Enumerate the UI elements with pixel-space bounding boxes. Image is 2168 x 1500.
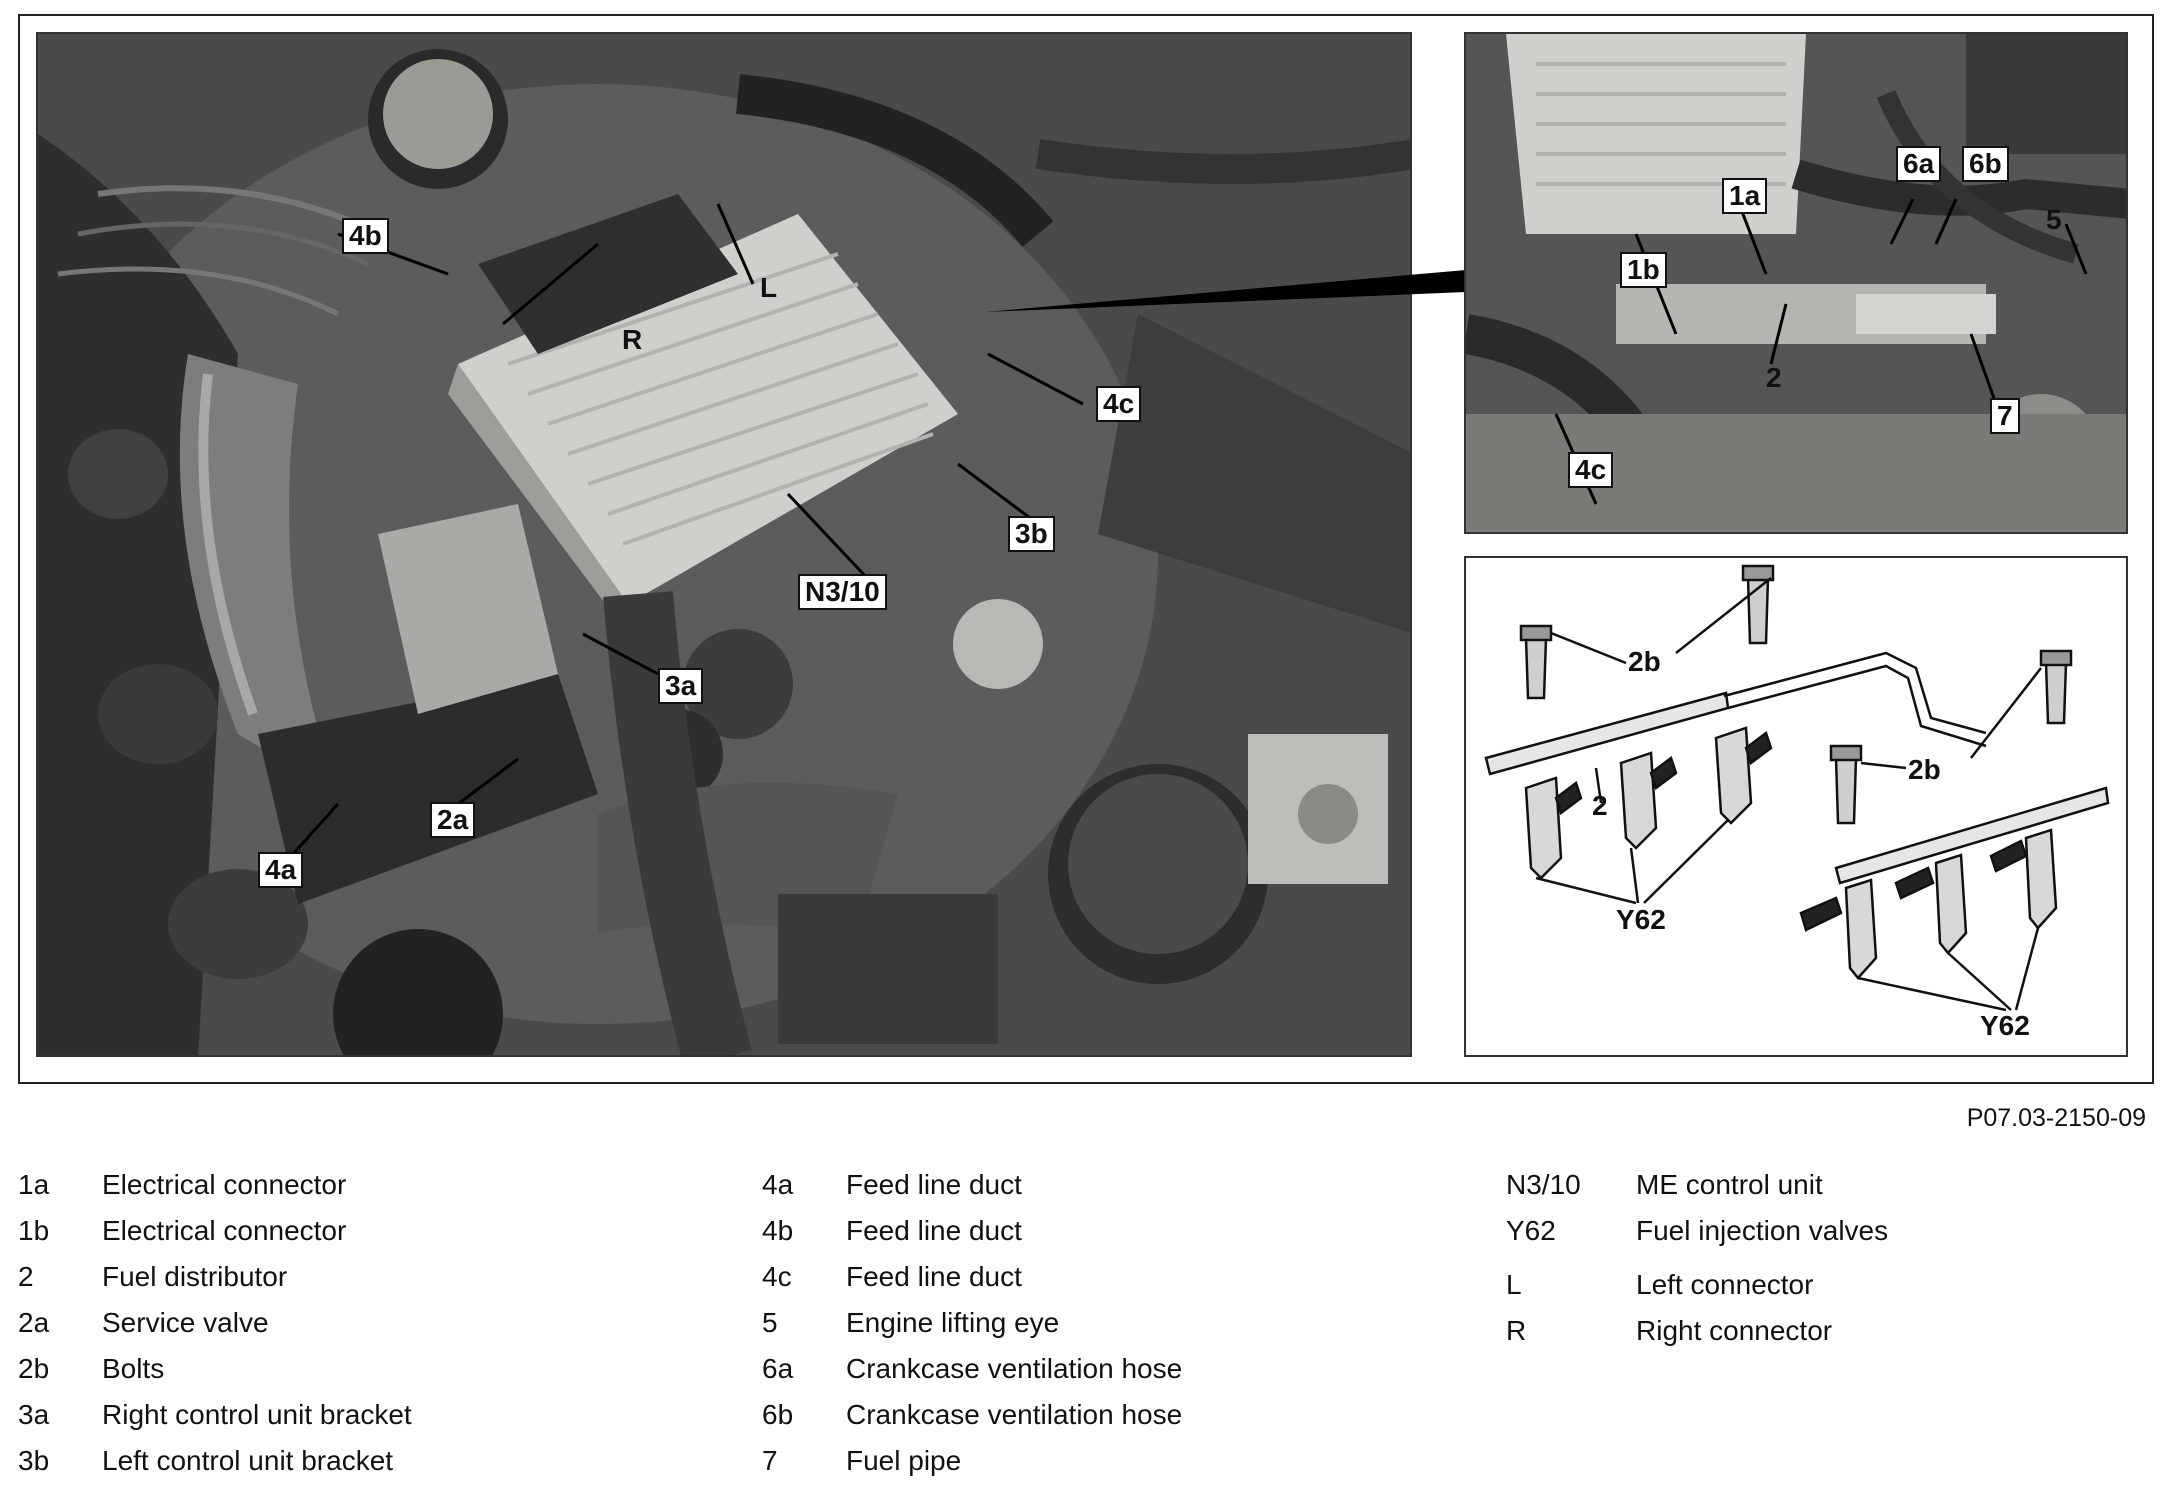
legend-key: Y62: [1506, 1215, 1556, 1246]
legend-desc: Engine lifting eye: [846, 1307, 1060, 1338]
label-2-fuel-distributor: 2: [1592, 790, 1608, 821]
callout-2: 2: [1766, 362, 1782, 393]
callout-6a: 6a: [1896, 146, 1942, 182]
legend-desc: Bolts: [102, 1353, 165, 1384]
legend-key: 4c: [762, 1261, 792, 1292]
legend-desc: Service valve: [102, 1307, 269, 1338]
legend-desc: Feed line duct: [846, 1261, 1022, 1292]
inset-detail-illustration: [1466, 34, 2126, 532]
legend-key: 6a: [762, 1353, 794, 1384]
legend-desc: Left connector: [1636, 1269, 1814, 1300]
label-2b-top: 2b: [1628, 646, 1661, 677]
legend-desc: Feed line duct: [846, 1169, 1022, 1200]
legend-key: R: [1506, 1315, 1527, 1346]
legend-desc: Electrical connector: [102, 1215, 347, 1246]
callout-4c-inset: 4c: [1568, 452, 1614, 488]
engine-bay-illustration: [38, 34, 1410, 1055]
legend-desc: ME control unit: [1636, 1169, 1823, 1200]
callout-5: 5: [2046, 204, 2062, 235]
legend-desc: Crankcase ventilation hose: [846, 1399, 1183, 1430]
legend-key: 7: [762, 1445, 778, 1476]
callout-N3-10: N3/10: [798, 574, 887, 610]
legend-key: 2a: [18, 1307, 50, 1338]
legend-desc: Crankcase ventilation hose: [846, 1353, 1183, 1384]
legend-key: 1b: [18, 1215, 50, 1246]
legend-key: 2b: [18, 1353, 50, 1384]
callout-2a: 2a: [430, 802, 476, 838]
legend-desc: Right control unit bracket: [102, 1399, 412, 1430]
callout-R: R: [622, 324, 643, 355]
callout-1b: 1b: [1620, 252, 1667, 288]
legend-key: 4a: [762, 1169, 794, 1200]
legend-key: 5: [762, 1307, 778, 1338]
label-Y62-right: Y62: [1980, 1010, 2030, 1041]
callout-1a: 1a: [1722, 178, 1768, 214]
legend-desc: Fuel pipe: [846, 1445, 962, 1476]
engine-bay-photo: 4b R L 4c 3b N3/10 3a 2a 4a: [36, 32, 1412, 1057]
legend-desc: Electrical connector: [102, 1169, 347, 1200]
legend-desc: Left control unit bracket: [102, 1445, 394, 1476]
legend-key: L: [1506, 1269, 1522, 1300]
legend-key: 3b: [18, 1445, 50, 1476]
callout-L: L: [760, 272, 778, 303]
legend-desc: Fuel injection valves: [1636, 1215, 1889, 1246]
legend-desc: Fuel distributor: [102, 1261, 288, 1292]
callout-6b: 6b: [1962, 146, 2009, 182]
label-Y62-left: Y62: [1616, 904, 1666, 935]
legend-key: 6b: [762, 1399, 794, 1430]
legend-desc: Right connector: [1636, 1315, 1833, 1346]
callout-3a: 3a: [658, 668, 704, 704]
callout-4c: 4c: [1096, 386, 1142, 422]
callout-4a: 4a: [258, 852, 304, 888]
callout-4b: 4b: [342, 218, 389, 254]
fuel-rail-drawing: 2b 2b 2 Y62 Y62: [1464, 556, 2128, 1057]
figure-id: P07.03-2150-09: [1966, 1104, 2146, 1132]
label-2b-right: 2b: [1908, 754, 1941, 785]
callout-3b: 3b: [1008, 516, 1055, 552]
main-leader-lines: [291, 203, 1084, 856]
legend-key: N3/10: [1506, 1169, 1581, 1200]
legend-key: 1a: [18, 1169, 50, 1200]
legend-key: 2: [18, 1261, 34, 1292]
legend-key: 3a: [18, 1399, 50, 1430]
callout-7: 7: [1990, 398, 2020, 434]
legend-desc: Feed line duct: [846, 1215, 1022, 1246]
inset-detail-photo: 1a 6a 6b 5 1b 2 7 4c: [1464, 32, 2128, 534]
legend-key: 4b: [762, 1215, 794, 1246]
fuel-rail-line-art: [1484, 564, 2110, 1012]
